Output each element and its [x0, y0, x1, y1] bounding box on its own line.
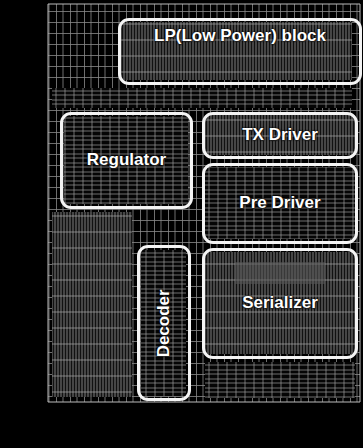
- layout-block: [205, 252, 355, 354]
- block-region: LP(Low Power) block: [118, 18, 362, 85]
- layout-block: [205, 167, 355, 239]
- layout-border: [48, 4, 360, 402]
- layout-block: [205, 115, 355, 155]
- block-region: Regulator: [60, 112, 193, 209]
- layout-block: [52, 212, 132, 397]
- block-label: Pre Driver: [239, 194, 320, 213]
- block-label: Decoder: [155, 289, 174, 357]
- block-label: Regulator: [87, 151, 166, 170]
- block-region: TX Driver: [202, 112, 358, 159]
- block-region: Pre Driver: [202, 163, 358, 244]
- layout-block: [141, 250, 186, 396]
- block-label: Serializer: [242, 294, 318, 313]
- layout-block: [205, 362, 355, 398]
- layout-area: [48, 4, 360, 402]
- layout-block: [64, 116, 188, 204]
- block-label: LP(Low Power) block: [121, 27, 359, 46]
- block-region: Serializer: [202, 248, 358, 359]
- layout-block: [52, 88, 352, 108]
- block-label: TX Driver: [242, 126, 318, 145]
- block-region: Decoder: [137, 245, 191, 401]
- layout-block: [235, 262, 325, 284]
